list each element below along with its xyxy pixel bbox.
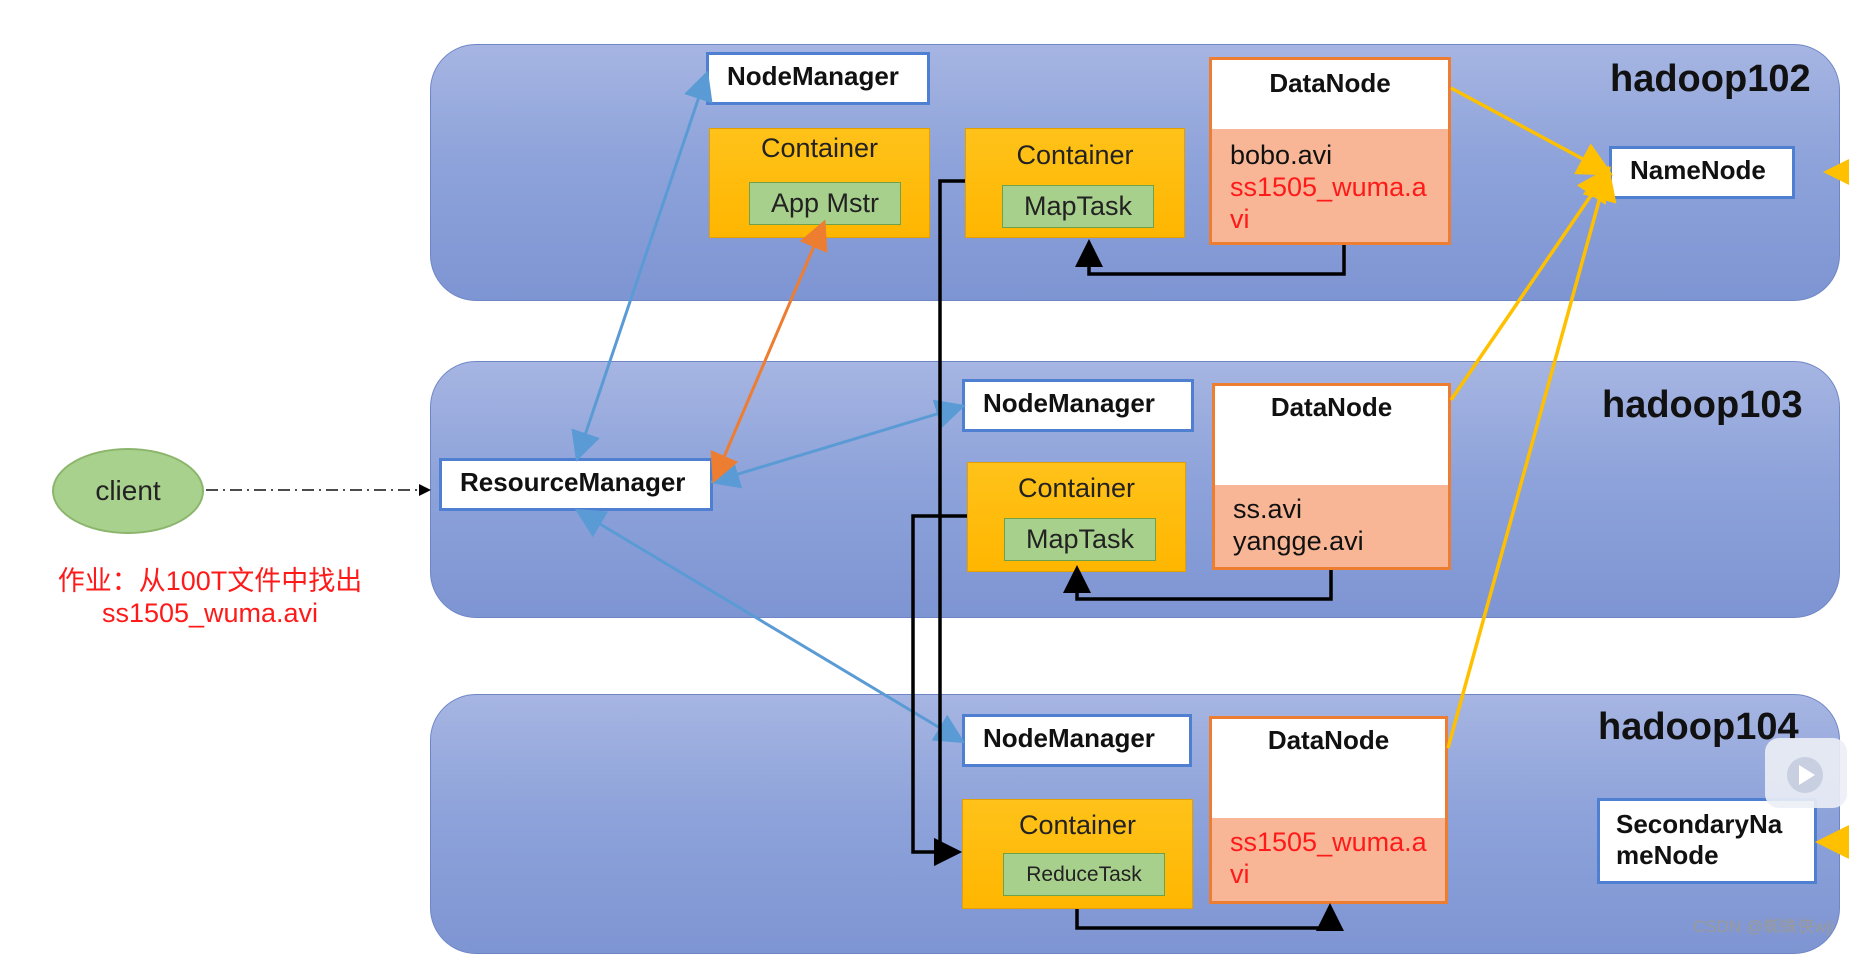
container-maptask-hadoop103: Container MapTask [967, 462, 1186, 572]
container-label: Container [1016, 140, 1134, 170]
file-bobo-avi: bobo.avi [1230, 140, 1333, 170]
homework-note: 作业：从100T文件中找出 ss1505_wuma.avi [52, 565, 368, 629]
maptask-hadoop103: MapTask [1004, 518, 1156, 561]
play-triangle-icon [1787, 757, 1823, 793]
namenode-box: NameNode [1609, 146, 1795, 199]
host-label-hadoop102: hadoop102 [1610, 58, 1811, 100]
maptask103-reduce-flow [911, 514, 967, 866]
container-label: Container [760, 133, 879, 163]
reducetask-hadoop104: ReduceTask [1003, 853, 1165, 896]
secondarynamenode-line1: SecondaryNa [1616, 809, 1783, 839]
datanode-files-hadoop102: bobo.avi ss1505_wuma.a vi [1212, 129, 1448, 242]
secondarynamenode-line2: meNode [1616, 840, 1719, 870]
app-master-task: App Mstr [749, 182, 901, 225]
datanode-title: DataNode [1269, 68, 1391, 98]
datanode-hadoop104: DataNode ss1505_wuma.a vi [1209, 716, 1448, 904]
rm-nm104-arrow [574, 508, 966, 744]
rm-appmaster-arrow [710, 219, 828, 484]
csdn-watermark: CSDN @蜘蛛侠wji [1693, 917, 1834, 936]
file-ss1505-wuma-avi: ss1505_wuma.a [1230, 827, 1427, 857]
datanode-hadoop102: DataNode bobo.avi ss1505_wuma.a vi [1209, 57, 1451, 245]
container-reducetask: Container ReduceTask [962, 799, 1193, 909]
homework-line2: ss1505_wuma.avi [101, 598, 319, 628]
client-node: client [52, 448, 204, 534]
host-label-hadoop104: hadoop104 [1598, 706, 1799, 748]
reduce-dn104-flow [1075, 903, 1344, 931]
container-label: Container [1018, 810, 1137, 840]
dn102-namenode-arrow [1450, 86, 1614, 176]
maptask-hadoop102: MapTask [1002, 185, 1154, 228]
file-ss1505-wuma-avi: ss1505_wuma.a [1230, 172, 1427, 202]
secondarynamenode-box: SecondaryNa meNode [1597, 798, 1817, 884]
dn103-maptask-flow [1063, 565, 1333, 601]
container-label: Container [1017, 473, 1136, 503]
nodemanager-hadoop103: NodeManager [962, 379, 1194, 432]
file-ss-avi: ss.avi [1233, 494, 1303, 524]
file-ss1505-wuma-avi-cont: vi [1230, 859, 1250, 889]
dn104-namenode-arrow [1446, 165, 1617, 749]
dn102-maptask-flow [1075, 239, 1346, 276]
datanode-files-hadoop104: ss1505_wuma.a vi [1212, 818, 1445, 901]
file-yangge-avi: yangge.avi [1233, 526, 1364, 556]
host-label-hadoop103: hadoop103 [1602, 384, 1803, 426]
rm-nm102-arrow [571, 70, 713, 462]
datanode-hadoop103: DataNode ss.avi yangge.avi [1212, 383, 1451, 570]
rm-nm103-arrow [709, 399, 966, 489]
homework-line1: 作业：从100T文件中找出 [57, 566, 363, 596]
dn103-namenode-arrow [1449, 166, 1611, 401]
container-maptask-hadoop102: Container MapTask [965, 128, 1185, 238]
datanode-title: DataNode [1270, 392, 1393, 422]
datanode-title: DataNode [1267, 725, 1390, 755]
file-ss1505-wuma-avi-cont: vi [1230, 204, 1250, 234]
video-play-icon[interactable] [1765, 738, 1847, 808]
datanode-files-hadoop103: ss.avi yangge.avi [1215, 485, 1448, 567]
